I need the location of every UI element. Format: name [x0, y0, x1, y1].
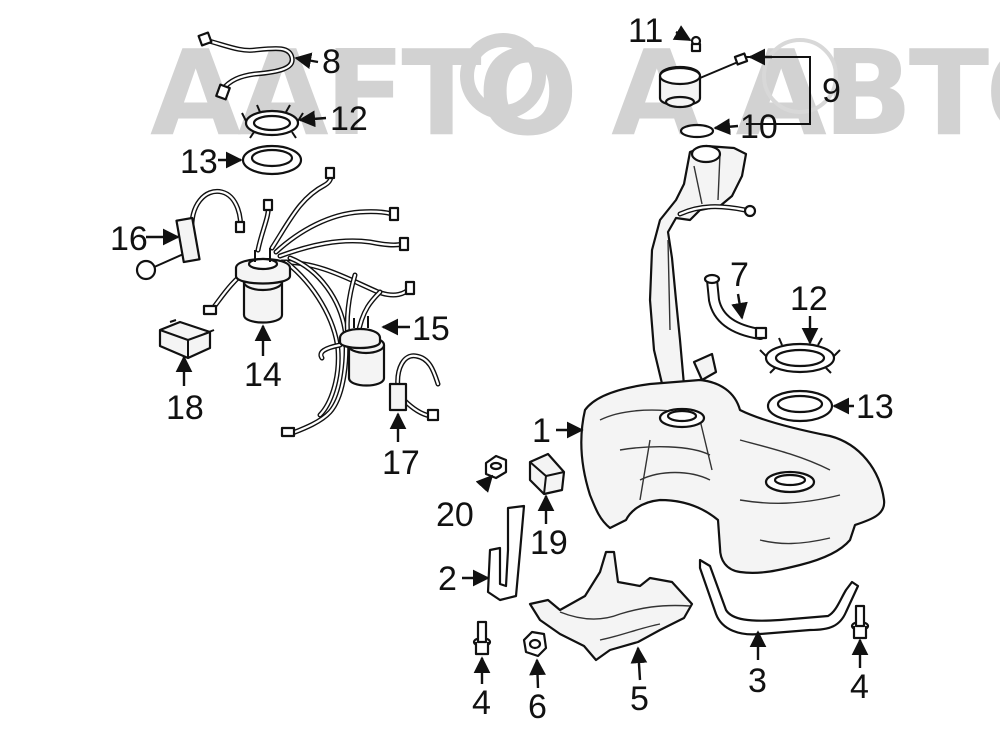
arrow-5 — [630, 646, 648, 681]
part-1-fuel-tank — [580, 144, 886, 574]
callout-2: 2 — [438, 560, 457, 598]
callout-6: 6 — [528, 688, 547, 726]
callout-1: 1 — [532, 412, 551, 450]
callout-13-left: 13 — [180, 143, 218, 181]
part-20-nut — [484, 454, 508, 480]
part-5-heat-shield — [528, 550, 694, 662]
part-8-wire-harness — [197, 31, 295, 101]
arrow-6 — [529, 658, 546, 689]
callout-16: 16 — [110, 220, 148, 258]
callout-7: 7 — [730, 256, 749, 294]
watermark-gear-icon — [460, 33, 546, 119]
part-9-filler-neck-valve — [658, 52, 749, 109]
callout-4-left: 4 — [472, 684, 491, 722]
part-6-nut — [522, 630, 548, 658]
watermark-logo: AAFTO A ABTO — [150, 24, 1000, 162]
watermark-registered-icon — [762, 38, 838, 114]
part-4-bolt-right — [850, 604, 870, 640]
callout-4-right: 4 — [850, 668, 869, 706]
part-7-vent-hose — [703, 273, 768, 340]
part-18-control-module — [158, 319, 215, 360]
part-4-bolt-left — [472, 620, 492, 656]
leader-arrows — [146, 25, 869, 689]
callout-13-right: 13 — [856, 388, 894, 426]
callout-15: 15 — [412, 310, 450, 348]
callout-10: 10 — [740, 108, 778, 146]
bracket-9 — [746, 56, 811, 125]
callout-3: 3 — [748, 662, 767, 700]
callout-9: 9 — [822, 72, 841, 110]
callout-14: 14 — [244, 356, 282, 394]
watermark-text: AAFTO A ABTO — [150, 24, 1000, 162]
arrow-11 — [672, 25, 692, 42]
arrow-10 — [713, 118, 739, 136]
part-19-bracket — [528, 452, 566, 496]
callout-12-right: 12 — [790, 280, 828, 318]
part-11-bolt — [690, 35, 702, 53]
part-3-tank-strap — [698, 558, 860, 636]
part-13-seal-right — [766, 389, 834, 423]
part-10-o-ring — [679, 123, 715, 139]
callout-11: 11 — [628, 12, 663, 50]
arrow-20 — [475, 474, 494, 493]
callout-19: 19 — [530, 524, 568, 562]
arrow-12-left — [298, 110, 327, 128]
callout-20: 20 — [436, 496, 474, 534]
part-13-seal — [241, 144, 303, 176]
part-12-lock-ring-right — [759, 337, 841, 374]
part-2-tank-strap — [486, 504, 526, 602]
callout-17: 17 — [382, 444, 420, 482]
callout-12-left: 12 — [330, 100, 368, 138]
callout-18: 18 — [166, 389, 204, 427]
part-14-fuel-pump-module — [202, 166, 416, 438]
callout-labels: 8 12 13 16 14 15 18 17 11 9 10 7 12 13 1… — [110, 12, 894, 726]
part-17-connector-harness — [388, 353, 441, 422]
callout-8: 8 — [322, 43, 341, 81]
callout-5: 5 — [630, 680, 649, 718]
part-15-fuel-filter — [318, 272, 386, 387]
arrow-8 — [294, 52, 319, 69]
arrow-7 — [731, 293, 748, 320]
part-16-level-sensor — [135, 188, 246, 281]
